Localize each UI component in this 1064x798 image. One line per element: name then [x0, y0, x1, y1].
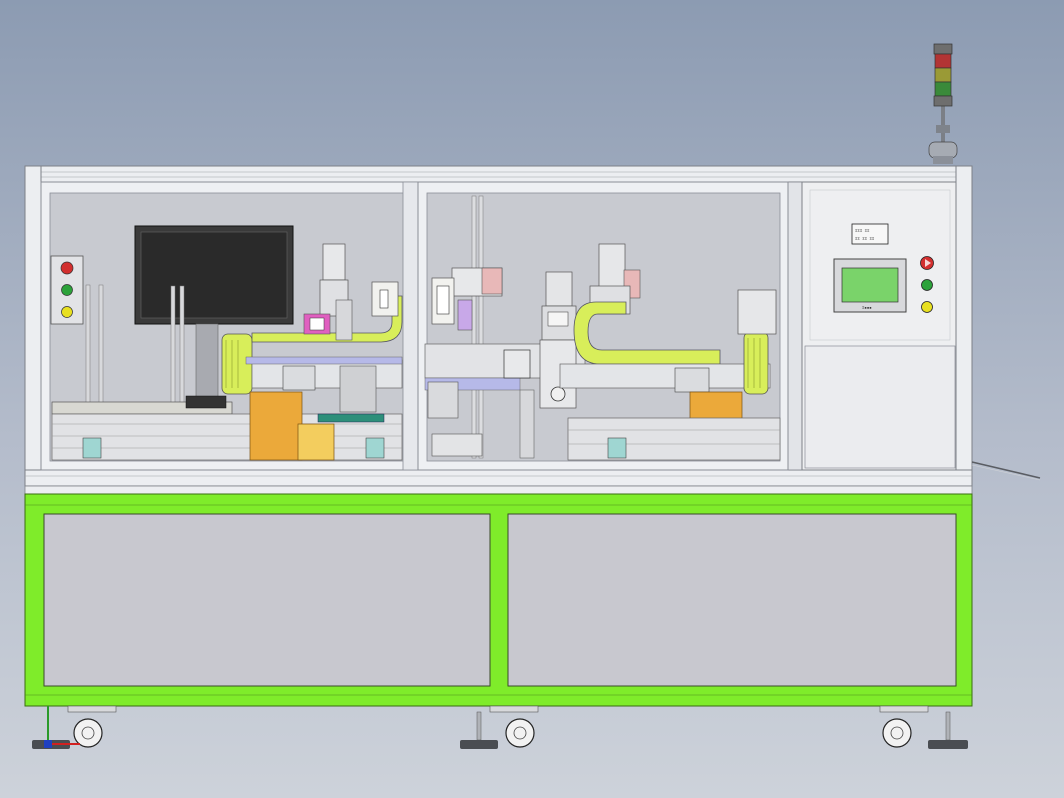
right-feeder-module: [427, 267, 503, 457]
machine-base: [24, 485, 973, 707]
leveling-foot-icon: [32, 711, 968, 749]
left-vertical-actuator: [303, 243, 377, 413]
monitor-icon: [134, 225, 294, 405]
cabinet-buttons[interactable]: [920, 256, 934, 313]
axis-triad-icon: [44, 706, 80, 748]
caster-wheel-icon: [67, 705, 929, 748]
play-triangle-icon: [925, 259, 931, 267]
left-drag-chain: [251, 281, 403, 343]
stack-light-icon: [928, 43, 958, 164]
power-cable: [971, 461, 1041, 479]
reset-button[interactable]: [921, 301, 933, 313]
right-rotary-station: [559, 289, 781, 461]
nameplate-line-1: ΞΞΞ ΞΞ: [855, 228, 870, 233]
touchscreen-hmi-icon[interactable]: Ξ▪▪▪: [833, 258, 907, 313]
hmi-brand-label: Ξ▪▪▪: [862, 305, 872, 310]
nameplate: ΞΞΞ ΞΞ ΞΞ ΞΞ ΞΞ: [851, 223, 889, 245]
right-drag-chain: [573, 301, 721, 365]
right-base-panel: [507, 513, 957, 687]
right-vertical-actuator: [539, 243, 641, 409]
left-base-panel: [43, 513, 491, 687]
control-cabinet: [801, 181, 957, 471]
start-button[interactable]: [921, 279, 933, 291]
left-button-panel: [50, 255, 84, 325]
left-rotary-station: [221, 333, 403, 461]
nameplate-line-2: ΞΞ ΞΞ ΞΞ: [855, 236, 875, 241]
